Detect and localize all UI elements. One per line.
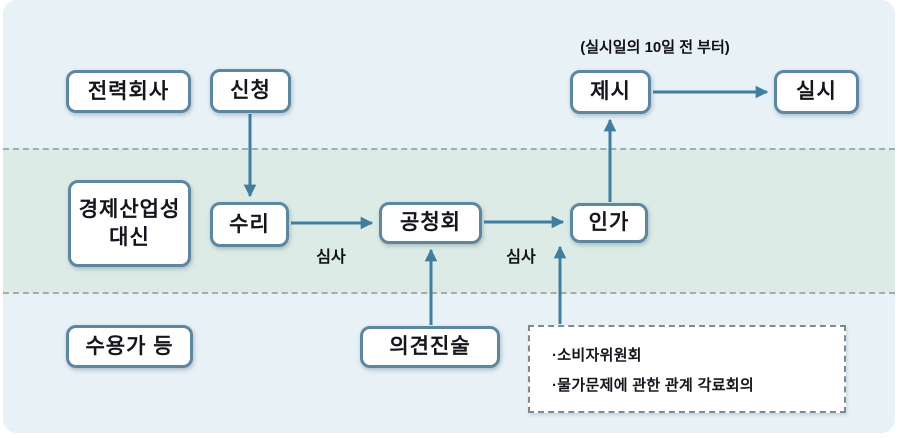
node-opinion: 의견진술 [360, 326, 500, 368]
lane-label-power-company: 전력회사 [66, 70, 191, 113]
review-label-right: 심사 [506, 249, 536, 266]
note-10-days-before: (실시일의 10일 전 부터) [580, 39, 730, 56]
node-accept: 수리 [210, 202, 289, 247]
node-present: 제시 [570, 70, 651, 114]
lane-label-meti-minister: 경제산업성 대신 [68, 180, 191, 267]
consultation-item-price-ministerial-meeting: ·물가문제에 관한 관계 각료회의 [552, 376, 754, 394]
review-label-left: 심사 [316, 249, 346, 266]
node-hearing: 공청회 [379, 202, 482, 244]
lane-divider-bottom [3, 292, 895, 294]
lane-divider-top [3, 148, 895, 150]
node-approve: 인가 [570, 203, 648, 243]
consultation-item-consumer-committee: ·소비자위원회 [552, 346, 642, 364]
consultation-box: ·소비자위원회 ·물가문제에 관한 관계 각료회의 [528, 325, 846, 413]
node-implement: 실시 [774, 70, 859, 114]
diagram-canvas: (실시일의 10일 전 부터) 전력회사 경제산업성 대신 수용가 등 신청 제… [3, 0, 895, 433]
lane-label-consumers: 수용가 등 [66, 325, 193, 368]
node-apply: 신청 [210, 69, 291, 113]
